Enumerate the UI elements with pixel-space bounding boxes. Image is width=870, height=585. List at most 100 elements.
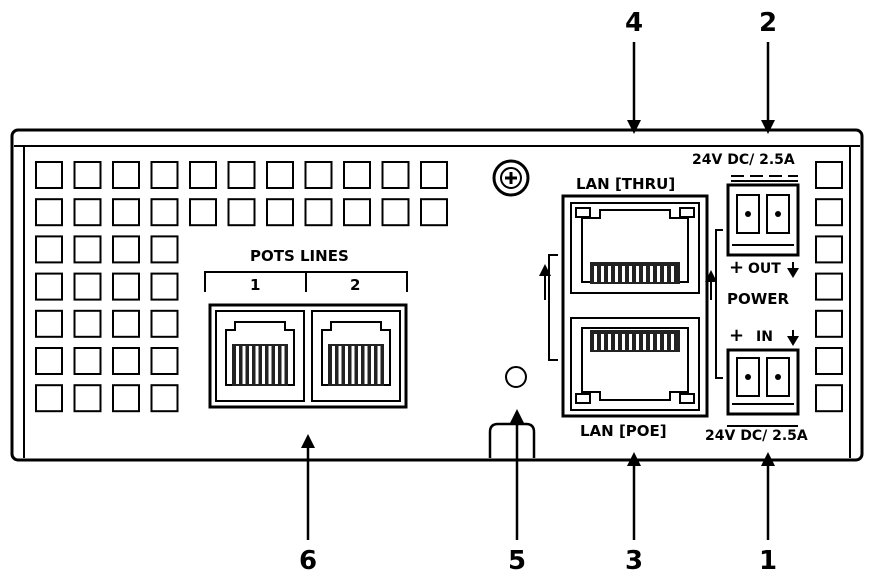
- vent-slot: [227, 198, 256, 227]
- callout-5: 5: [507, 546, 527, 576]
- callout-4: 4: [624, 8, 644, 38]
- vent-slot: [112, 272, 140, 301]
- vent-slot: [73, 161, 102, 189]
- rating-top: 24V DC/ 2.5A: [692, 152, 795, 168]
- vent-grid: [35, 161, 843, 413]
- vent-slot: [189, 161, 217, 189]
- power-flow-arrow: [705, 229, 799, 379]
- pots-lines-label: POTS LINES: [250, 247, 349, 265]
- connector-pin: [636, 334, 639, 350]
- connector-pin: [608, 266, 611, 282]
- connector-pin: [275, 346, 278, 384]
- vent-slot: [150, 272, 179, 301]
- vent-slot: [815, 384, 843, 413]
- vent-slot: [150, 235, 179, 264]
- connector-pin: [338, 346, 342, 384]
- connector-pin: [643, 334, 646, 350]
- connector-pin: [594, 266, 597, 282]
- connector-pin: [255, 346, 259, 384]
- vent-slot: [815, 272, 843, 301]
- vent-slot: [815, 309, 843, 338]
- connector-pin: [332, 346, 335, 384]
- lan-poe-port: [570, 317, 700, 411]
- pots-bracket: [204, 271, 408, 292]
- vent-slot: [150, 384, 179, 413]
- connector-pin: [650, 334, 653, 350]
- connector-pin: [358, 346, 361, 384]
- connector-pin: [671, 334, 674, 350]
- connector-pin: [657, 266, 660, 282]
- out-label: OUT: [748, 261, 781, 277]
- pots-line-2-label: 2: [350, 276, 361, 294]
- vent-slot: [304, 161, 333, 189]
- lan-poe-label: LAN [POE]: [580, 422, 667, 440]
- vent-slot: [381, 198, 410, 227]
- rating-overlines: [727, 175, 798, 427]
- vent-slot: [112, 347, 140, 375]
- vent-slot: [112, 309, 140, 338]
- connector-pin: [364, 346, 368, 384]
- vent-slot: [35, 347, 63, 375]
- vent-slot: [227, 161, 256, 189]
- connector-pin: [629, 334, 632, 350]
- vent-slot: [150, 198, 179, 227]
- connector-pin: [236, 346, 239, 384]
- connector-pin: [622, 266, 625, 282]
- vent-slot: [112, 235, 140, 264]
- connector-pin: [615, 266, 618, 282]
- screw-icon: [492, 159, 530, 197]
- connector-pin: [664, 266, 667, 282]
- connector-pin: [671, 266, 674, 282]
- vent-slot: [304, 198, 333, 227]
- vent-slot: [189, 198, 217, 227]
- connector-pin: [601, 266, 604, 282]
- vent-slot: [266, 161, 294, 189]
- connector-pin: [281, 346, 285, 384]
- rating-bottom: 24V DC/ 2.5A: [705, 428, 808, 444]
- callout-6: 6: [298, 546, 318, 576]
- connector-pin: [636, 266, 639, 282]
- vent-slot: [35, 384, 63, 413]
- connector-pin: [345, 346, 348, 384]
- vent-slot: [420, 161, 448, 189]
- vent-slot: [35, 309, 63, 338]
- power-in-terminal: [726, 348, 800, 416]
- vent-slot: [35, 161, 63, 189]
- vent-slot: [35, 272, 63, 301]
- vent-slot: [73, 347, 102, 375]
- connector-pin: [262, 346, 265, 384]
- vent-slot: [150, 161, 179, 189]
- vent-slot: [150, 309, 179, 338]
- vent-slot: [35, 198, 63, 227]
- connector-pin: [657, 334, 660, 350]
- callout-2: 2: [758, 8, 778, 38]
- vent-slot: [73, 309, 102, 338]
- pots-port-1: [215, 310, 305, 402]
- vent-slot: [420, 198, 448, 227]
- pots-line-1-label: 1: [250, 276, 261, 294]
- vent-slot: [815, 198, 843, 227]
- connector-pin: [249, 346, 252, 384]
- connector-pin: [650, 266, 653, 282]
- callout-3: 3: [624, 546, 644, 576]
- vent-slot: [112, 384, 140, 413]
- plus-out: +: [729, 257, 745, 278]
- connector-pin: [242, 346, 246, 384]
- vent-slot: [112, 161, 140, 189]
- connector-pin: [643, 266, 646, 282]
- connector-pin: [351, 346, 355, 384]
- lan-flow-arrow: [539, 254, 558, 361]
- power-label: POWER: [727, 290, 790, 308]
- vent-slot: [35, 235, 63, 264]
- mounting-tab: [488, 422, 536, 458]
- vent-slot: [815, 347, 843, 375]
- callout-1: 1: [758, 546, 778, 576]
- plus-in: +: [729, 325, 745, 346]
- vent-slot: [343, 198, 371, 227]
- pots-port-2: [311, 310, 401, 402]
- vent-slot: [112, 198, 140, 227]
- callout-lines: [301, 42, 775, 540]
- connector-pin: [377, 346, 381, 384]
